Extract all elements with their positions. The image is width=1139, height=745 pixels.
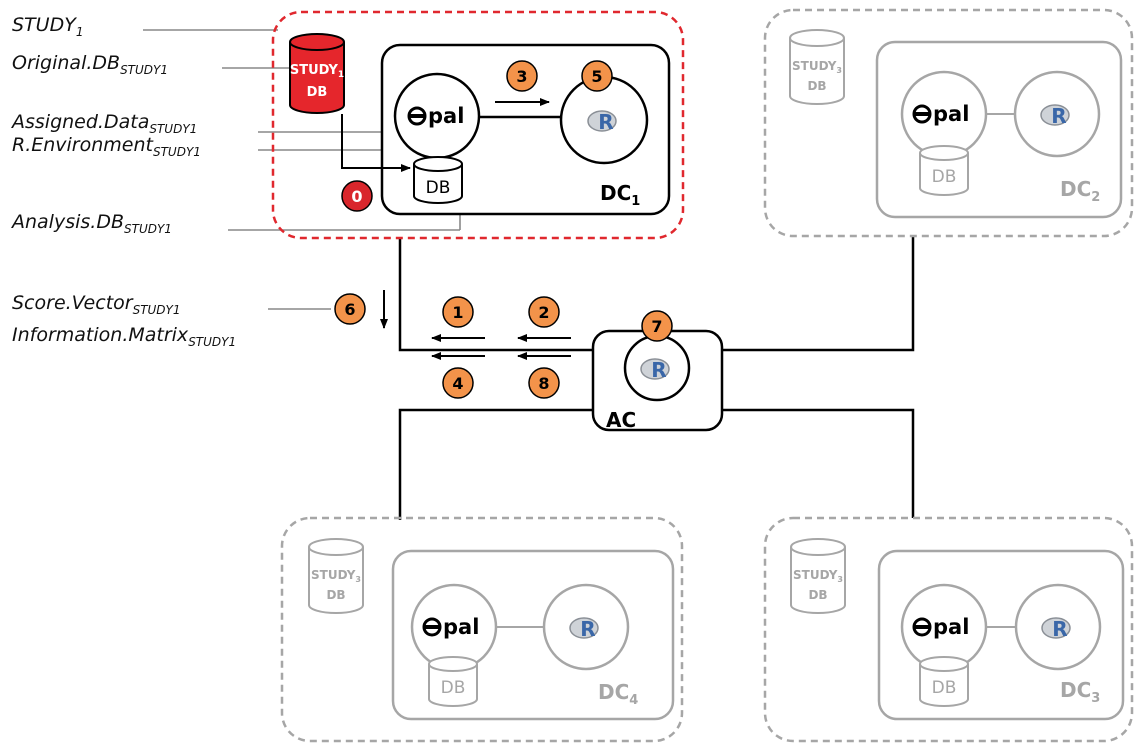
svg-text:3: 3 [516,67,527,86]
svg-text:DC2: DC2 [1060,177,1100,205]
step-badge-1: 1 [442,296,474,328]
svg-text:pal: pal [933,615,969,639]
svg-text:1: 1 [452,303,463,322]
svg-text:R: R [598,110,613,134]
svg-text:DB: DB [807,79,826,93]
opal-logo: pal [407,104,464,128]
label-r-environment: R.EnvironmentSTUDY1 [12,134,201,159]
svg-text:pal: pal [428,104,464,128]
label-analysis-db: Analysis.DBSTUDY1 [12,211,172,236]
step-badge-7: 7 [641,310,673,342]
study1-db-cylinder: STUDY1 DB [289,33,345,114]
svg-text:DC1: DC1 [600,181,640,209]
study3-db-cylinder: STUDY3 DB [790,538,846,614]
r-logo-icon: R [569,617,599,641]
r-logo-icon: R [587,110,617,134]
svg-text:STUDY3: STUDY3 [793,568,843,584]
svg-text:6: 6 [344,300,355,319]
opal-logo: pal [912,102,969,126]
svg-text:STUDY1: STUDY1 [290,63,344,80]
network-lines [398,236,915,520]
label-score-vector: Score.VectorSTUDY1 [12,292,181,317]
svg-text:DB: DB [441,678,466,698]
svg-text:DB: DB [932,678,957,698]
svg-text:pal: pal [443,615,479,639]
svg-text:R: R [580,617,595,641]
svg-text:pal: pal [933,102,969,126]
svg-text:DC4: DC4 [598,680,638,708]
step-badge-6: 6 [334,293,366,325]
step-badge-3: 3 [506,60,538,92]
dc4-data-center: STUDY3 DB pal DB R DC4 [280,516,684,743]
label-assigned-data: Assigned.DataSTUDY1 [12,111,198,136]
dc1-data-center: STUDY1 DB pal DB R DC1 [271,10,685,240]
svg-text:8: 8 [538,374,549,393]
svg-text:STUDY3: STUDY3 [311,568,361,584]
svg-text:DB: DB [307,85,328,100]
opal-logo: pal [912,615,969,639]
label-study: STUDY1 [12,14,84,39]
svg-text:0: 0 [351,187,362,206]
r-logo-icon: R [1040,104,1070,128]
study3-db-cylinder: STUDY3 DB [308,538,364,614]
svg-text:2: 2 [538,303,549,322]
svg-text:R: R [651,358,666,382]
svg-text:STUDY3: STUDY3 [792,59,842,75]
svg-text:DB: DB [808,588,827,602]
analysis-db-cylinder: DB [428,656,478,707]
analysis-db-cylinder: DB [919,656,969,707]
step-badges: 0 3 5 6 1 2 4 8 7 [334,60,673,399]
svg-text:R: R [1052,617,1067,641]
svg-text:4: 4 [452,374,463,393]
step-badge-4: 4 [442,367,474,399]
svg-text:AC: AC [606,408,636,432]
svg-text:DC3: DC3 [1060,678,1100,706]
opal-logo: pal [422,615,479,639]
label-information-matrix: Information.MatrixSTUDY1 [12,324,237,349]
ac-analysis-center: R AC [591,329,724,432]
dc3-data-center: STUDY3 DB pal DB R DC3 [763,516,1134,743]
dc2-data-center: STUDY3 DB pal DB R DC2 [763,8,1134,238]
step-badge-5: 5 [581,60,613,92]
svg-text:DB: DB [326,588,345,602]
step-badge-0: 0 [341,180,373,212]
message-arrows [380,290,571,360]
svg-text:7: 7 [651,317,662,336]
svg-text:5: 5 [591,67,602,86]
analysis-db-cylinder: DB [413,156,463,204]
label-original-db: Original.DBSTUDY1 [12,52,168,77]
step-badge-8: 8 [528,367,560,399]
r-logo-icon: R [1041,617,1071,641]
svg-text:DB: DB [932,167,957,187]
svg-text:DB: DB [426,178,451,198]
svg-text:R: R [1051,104,1066,128]
step-badge-2: 2 [528,296,560,328]
analysis-db-cylinder: DB [919,145,969,196]
study3-db-cylinder: STUDY3 DB [789,29,845,105]
r-logo-icon: R [640,358,670,382]
